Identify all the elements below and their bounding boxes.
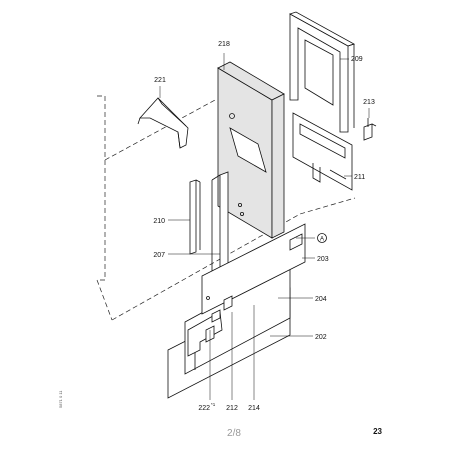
label-209: 209 <box>351 56 363 63</box>
label-214: 214 <box>248 405 260 412</box>
label-203: 203 <box>317 256 329 263</box>
label-210: 210 <box>153 218 165 225</box>
label-213: 213 <box>363 99 375 106</box>
side-code: 5871 0 11 <box>58 390 63 408</box>
label-207: 207 <box>153 252 165 259</box>
label-222-superscript: *1 <box>211 402 216 407</box>
leader-lines <box>159 53 370 400</box>
label-204: 204 <box>315 296 327 303</box>
part-203-panel <box>201 223 306 315</box>
label-202: 202 <box>315 334 327 341</box>
part-211-plate <box>292 112 353 191</box>
assembly-dashed-outline <box>96 95 356 321</box>
callout-A-label: A <box>320 237 324 243</box>
page-indicator: 2/8 <box>227 428 241 439</box>
label-222: 222 <box>198 405 210 412</box>
part-218-insulation-block <box>217 61 285 239</box>
part-213-clip <box>363 118 377 141</box>
label-221: 221 <box>154 77 166 84</box>
label-218: 218 <box>218 41 230 48</box>
part-221-bracket <box>137 97 189 149</box>
label-211: 211 <box>354 174 365 181</box>
label-212: 212 <box>226 405 238 412</box>
page-number: 23 <box>373 427 382 436</box>
part-210-rail <box>189 179 201 255</box>
part-209-frame <box>289 11 355 133</box>
callout-A-circle <box>317 233 327 243</box>
